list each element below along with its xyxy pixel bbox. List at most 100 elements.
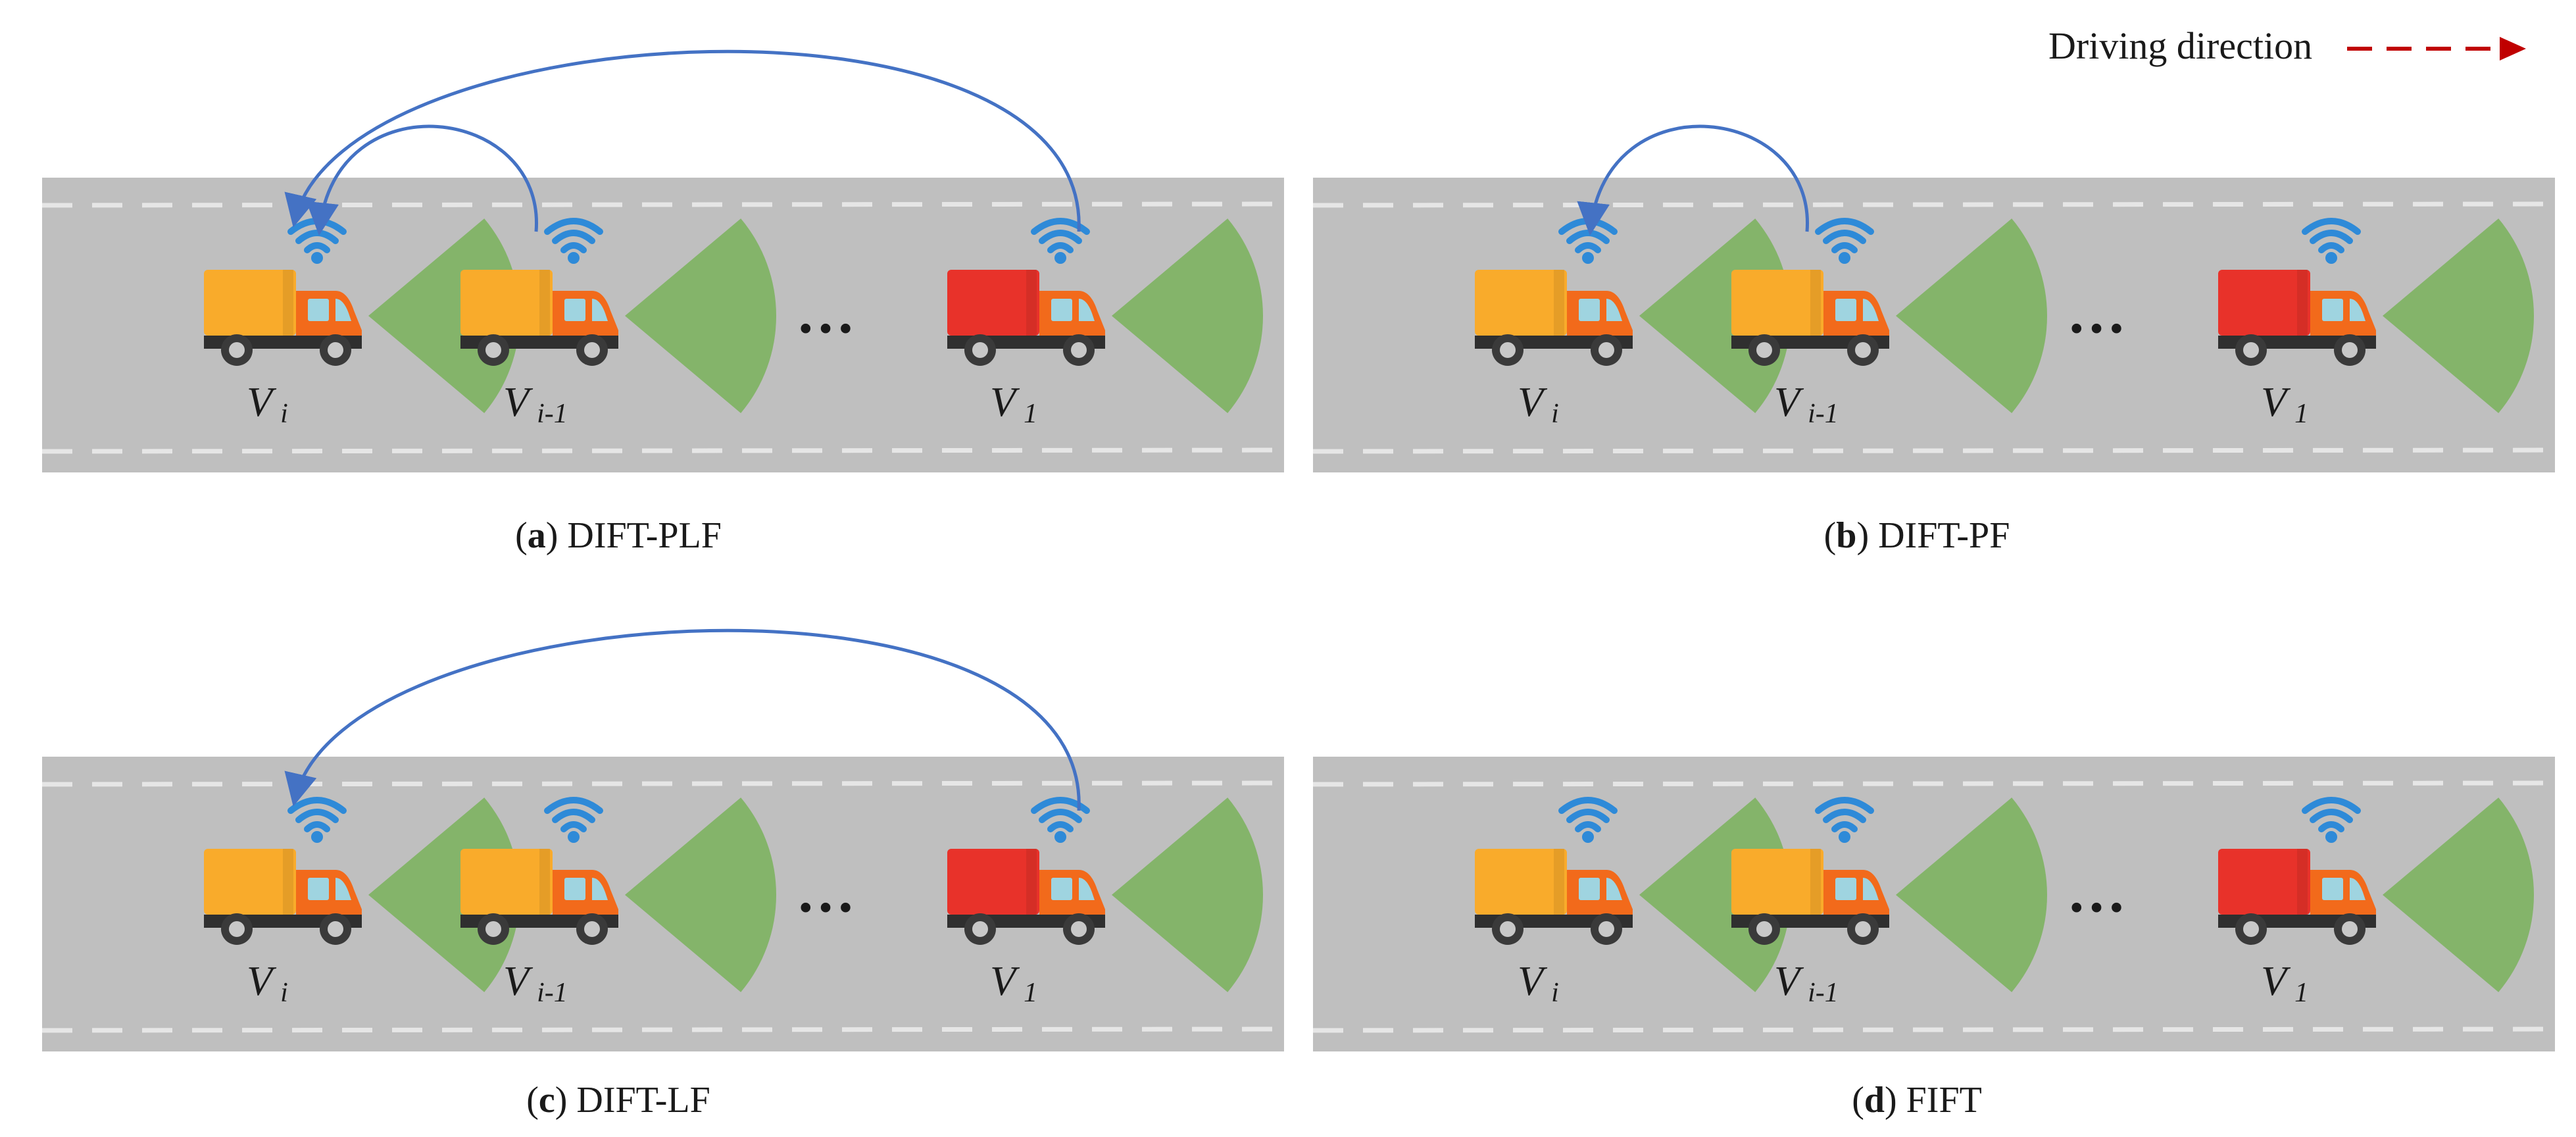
truck-hub xyxy=(972,921,988,937)
wifi-arc xyxy=(1039,230,1082,244)
truck-window xyxy=(1835,299,1856,321)
truck-window xyxy=(1579,299,1600,321)
vehicle-label-main: V xyxy=(247,378,277,425)
caption-letter: c xyxy=(538,1080,555,1121)
truck-hub xyxy=(2342,342,2358,358)
lane-marking-top xyxy=(41,780,1285,787)
truck-window xyxy=(564,878,585,900)
caption-title: DIFT-LF xyxy=(576,1080,710,1121)
truck-windshield xyxy=(1606,878,1622,900)
truck-window xyxy=(1835,878,1856,900)
wifi-dot xyxy=(568,831,580,843)
vehicle-label-main: V xyxy=(990,378,1020,425)
vehicle-ellipsis: … xyxy=(796,280,855,345)
truck-window xyxy=(308,299,329,321)
truck-hub xyxy=(328,921,343,937)
truck-hub xyxy=(328,342,343,358)
truck-cargo xyxy=(460,849,553,915)
sensor-sector xyxy=(625,797,776,992)
communication-link-pred xyxy=(1577,124,1809,236)
communication-link-leader xyxy=(284,628,1081,811)
caption-title: FIFT xyxy=(1906,1080,1982,1121)
truck-cargo xyxy=(2218,849,2310,915)
lane-marking-top xyxy=(41,201,1285,208)
truck-window xyxy=(1051,878,1072,900)
sensor-sector xyxy=(2383,797,2534,992)
wifi-icon xyxy=(1031,218,1090,264)
wifi-arc xyxy=(552,230,595,244)
caption-panel-b: (b) DIFT-PF xyxy=(1823,515,2010,556)
caption-panel-d: (d) FIFT xyxy=(1852,1080,1982,1121)
wifi-arc xyxy=(1815,218,1874,235)
vehicle-label-subscript: i-1 xyxy=(1808,978,1839,1008)
truck-windshield xyxy=(1863,878,1879,900)
wifi-arc xyxy=(560,821,587,832)
wifi-dot xyxy=(311,831,323,843)
truck-window xyxy=(564,299,585,321)
wifi-dot xyxy=(1839,831,1850,843)
wifi-arc xyxy=(552,809,595,823)
wifi-dot xyxy=(2325,831,2337,843)
truck-hub xyxy=(1071,342,1087,358)
lane-marking-bottom xyxy=(1312,1026,2556,1033)
truck-cargo-shade xyxy=(539,849,550,915)
truck-windshield xyxy=(1606,299,1622,321)
truck-hub xyxy=(972,342,988,358)
truck-hub xyxy=(584,342,600,358)
truck-cargo xyxy=(204,849,296,915)
wifi-dot xyxy=(1582,252,1594,264)
wifi-arc xyxy=(304,242,330,253)
truck-icon xyxy=(1475,270,1633,366)
vehicle-label-subscript: i xyxy=(1551,978,1559,1008)
vehicle-label-main: V xyxy=(1518,378,1548,425)
wifi-arc xyxy=(2302,218,2361,235)
truck-cargo xyxy=(2218,270,2310,336)
caption-title: DIFT-PLF xyxy=(567,515,722,556)
wifi-arc xyxy=(1031,797,1090,814)
wifi-arc xyxy=(1831,242,1858,253)
truck-hub xyxy=(1855,342,1871,358)
truck-cargo-shade xyxy=(1810,849,1821,915)
vehicle-label-subscript: i-1 xyxy=(537,978,568,1008)
sensor-sector xyxy=(625,218,776,413)
vehicle-label-subscript: i-1 xyxy=(537,399,568,429)
wifi-arc xyxy=(1566,809,1610,823)
truck-icon xyxy=(2218,270,2376,366)
wifi-arc xyxy=(1047,821,1074,832)
wifi-dot xyxy=(311,252,323,264)
caption-letter: b xyxy=(1836,515,1857,556)
lane-marking-bottom xyxy=(41,1026,1285,1033)
vehicle-label-main: V xyxy=(1518,957,1548,1004)
vehicle-label-subscript: i xyxy=(280,399,288,429)
truck-window xyxy=(1051,299,1072,321)
truck-hub xyxy=(1500,921,1516,937)
communication-link-leader xyxy=(284,49,1081,232)
truck-cargo xyxy=(947,849,1039,915)
wifi-icon xyxy=(544,797,603,843)
wifi-arc xyxy=(2318,242,2344,253)
vehicle-label-subscript: i xyxy=(280,978,288,1008)
sensor-sector xyxy=(1896,797,2047,992)
vehicle-label-main: V xyxy=(503,957,533,1004)
wifi-arc xyxy=(1823,809,1866,823)
wifi-icon xyxy=(1558,797,1618,843)
wifi-arc xyxy=(544,218,603,235)
wifi-dot xyxy=(1054,831,1066,843)
wifi-arc xyxy=(295,809,339,823)
sensor-sector xyxy=(1112,797,1263,992)
lane-marking-top xyxy=(1312,201,2556,208)
truck-window xyxy=(2322,878,2343,900)
truck-icon xyxy=(460,849,618,945)
legend-arrowhead xyxy=(2500,37,2526,61)
wifi-icon xyxy=(2302,218,2361,264)
truck-cargo-shade xyxy=(1026,849,1037,915)
sensor-sector xyxy=(2383,218,2534,413)
